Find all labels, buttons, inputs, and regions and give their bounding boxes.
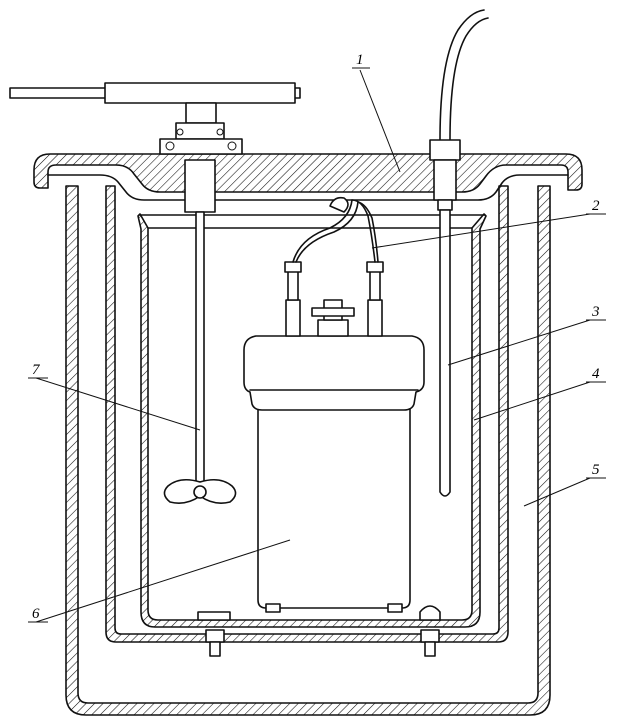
callout-4: 4	[592, 366, 600, 382]
middle-vessel	[105, 185, 509, 643]
leader-lines	[28, 67, 606, 623]
bottom-supports	[197, 605, 441, 657]
callout-6: 6	[32, 606, 40, 622]
stirrer	[163, 211, 237, 504]
outer-vessel	[65, 185, 551, 716]
callout-3: 3	[591, 304, 600, 320]
callout-7: 7	[32, 362, 41, 378]
callout-5: 5	[592, 462, 600, 478]
calorimetric-bomb	[243, 196, 425, 613]
stirrer-drive	[9, 82, 301, 213]
callout-1: 1	[356, 52, 364, 68]
callout-2: 2	[592, 198, 600, 214]
thermometer	[429, 9, 489, 497]
